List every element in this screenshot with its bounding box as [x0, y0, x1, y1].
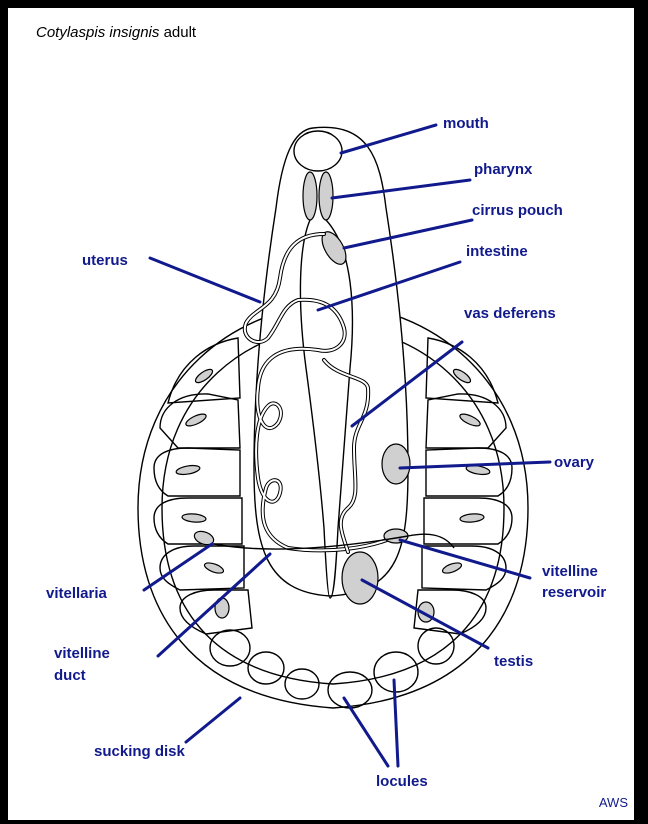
label-vitelline-reservoir-line1: vitelline	[542, 563, 598, 580]
label-pharynx: pharynx	[474, 161, 533, 178]
label-uterus: uterus	[82, 252, 128, 269]
label-ovary: ovary	[554, 454, 595, 471]
label-testis: testis	[494, 653, 533, 670]
label-cirrus-pouch: cirrus pouch	[472, 202, 563, 219]
label-vitelline-duct-line1: vitelline	[54, 645, 110, 662]
label-intestine: intestine	[466, 243, 528, 260]
ovary-shape	[382, 444, 410, 484]
anatomy-diagram: mouth pharynx cirrus pouch intestine ute…	[8, 8, 634, 820]
testis-shape	[342, 552, 378, 604]
label-vas-deferens: vas deferens	[464, 305, 556, 322]
label-vitellaria: vitellaria	[46, 585, 108, 602]
label-mouth: mouth	[443, 115, 489, 132]
label-sucking-disk: sucking disk	[94, 743, 186, 760]
label-vitelline-duct-line2: duct	[54, 667, 86, 684]
label-locules: locules	[376, 773, 428, 790]
credit-text: AWS	[599, 795, 628, 810]
label-vitelline-reservoir-line2: reservoir	[542, 584, 606, 601]
